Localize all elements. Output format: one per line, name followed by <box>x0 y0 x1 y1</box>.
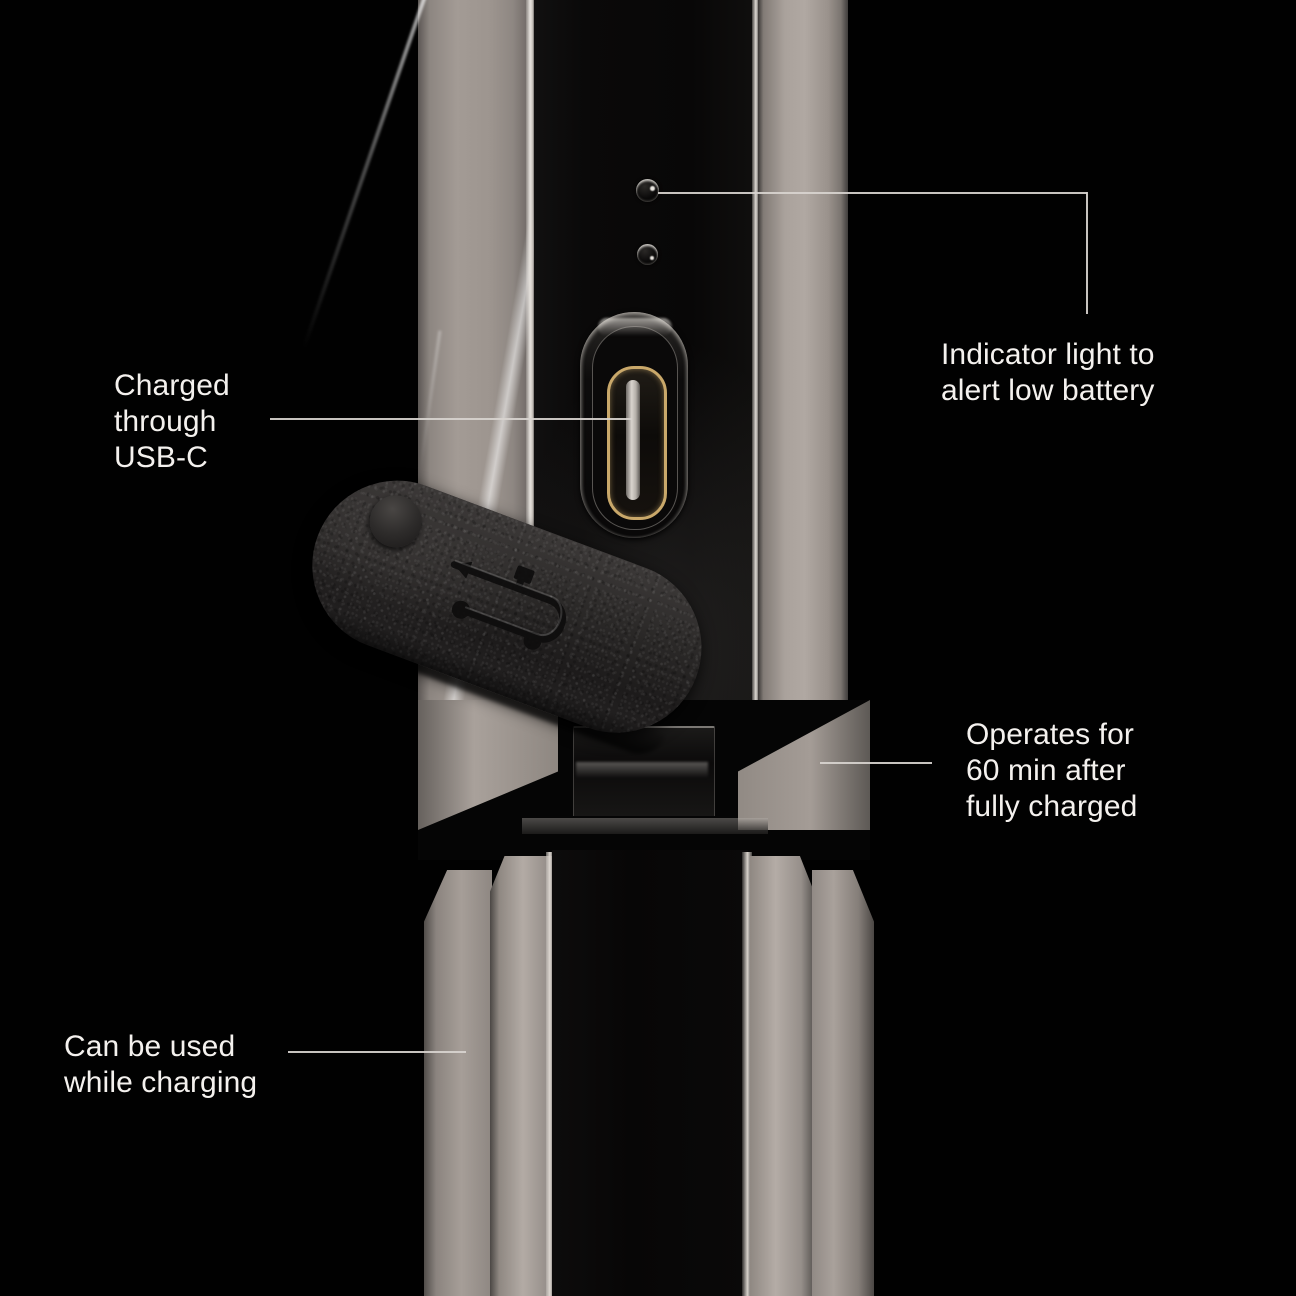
cap-shadow <box>292 599 666 762</box>
upper-right-metal-panel <box>758 0 848 838</box>
usb-c-port-inner-ring <box>592 326 678 530</box>
joint-shadow-gap <box>418 700 870 860</box>
leader-line-indicator-vertical <box>1086 192 1088 314</box>
leader-line-indicator-horizontal <box>658 192 1087 194</box>
lower-right-edge-highlight <box>742 852 752 1296</box>
cap-body <box>287 456 726 758</box>
upper-left-metal-panel <box>418 0 534 848</box>
usb-port-rubber-cap <box>282 456 726 772</box>
leader-line-charging <box>288 1051 466 1053</box>
housing-joint <box>418 700 870 880</box>
lower-black-face-panel <box>552 850 748 1296</box>
joint-latch-gloss <box>576 762 708 778</box>
leader-line-usb-c <box>270 418 632 420</box>
joint-left-bevel <box>418 700 558 830</box>
lower-left-inner-panel <box>490 856 556 1296</box>
callout-label-indicator-light: Indicator light to alert low battery <box>941 338 1155 407</box>
usb-trident-icon <box>450 559 566 650</box>
callout-label-operates: Operates for 60 min after fully charged <box>966 718 1138 823</box>
lower-right-outer-panel <box>812 870 874 1296</box>
usb-c-port-gloss <box>598 318 672 336</box>
joint-latch-tab <box>573 726 715 816</box>
lower-left-outer-panel <box>424 870 492 1296</box>
metal-specular-crease <box>301 0 436 349</box>
indicator-light-upper-highlight <box>650 186 655 191</box>
callout-label-usb-c: Charged through USB-C <box>114 369 230 474</box>
metal-specular-crease-secondary <box>417 330 442 480</box>
cap-nub <box>362 487 430 555</box>
lower-right-inner-panel <box>750 856 814 1296</box>
indicator-light-upper <box>636 179 659 202</box>
leader-line-operates <box>820 762 932 764</box>
callout-label-charging: Can be used while charging <box>64 1030 258 1099</box>
usb-c-port-gold-shell <box>607 366 667 520</box>
indicator-light-lower-highlight <box>650 256 654 260</box>
usb-c-port-recess <box>580 312 688 538</box>
joint-right-bevel <box>738 700 870 830</box>
indicator-light-lower <box>637 244 658 265</box>
lower-left-edge-highlight <box>546 852 554 1296</box>
joint-shelf-edge <box>522 818 768 834</box>
upper-right-edge-highlight <box>752 0 759 834</box>
usb-c-port-tongue <box>626 380 640 500</box>
cap-texture <box>287 456 726 758</box>
